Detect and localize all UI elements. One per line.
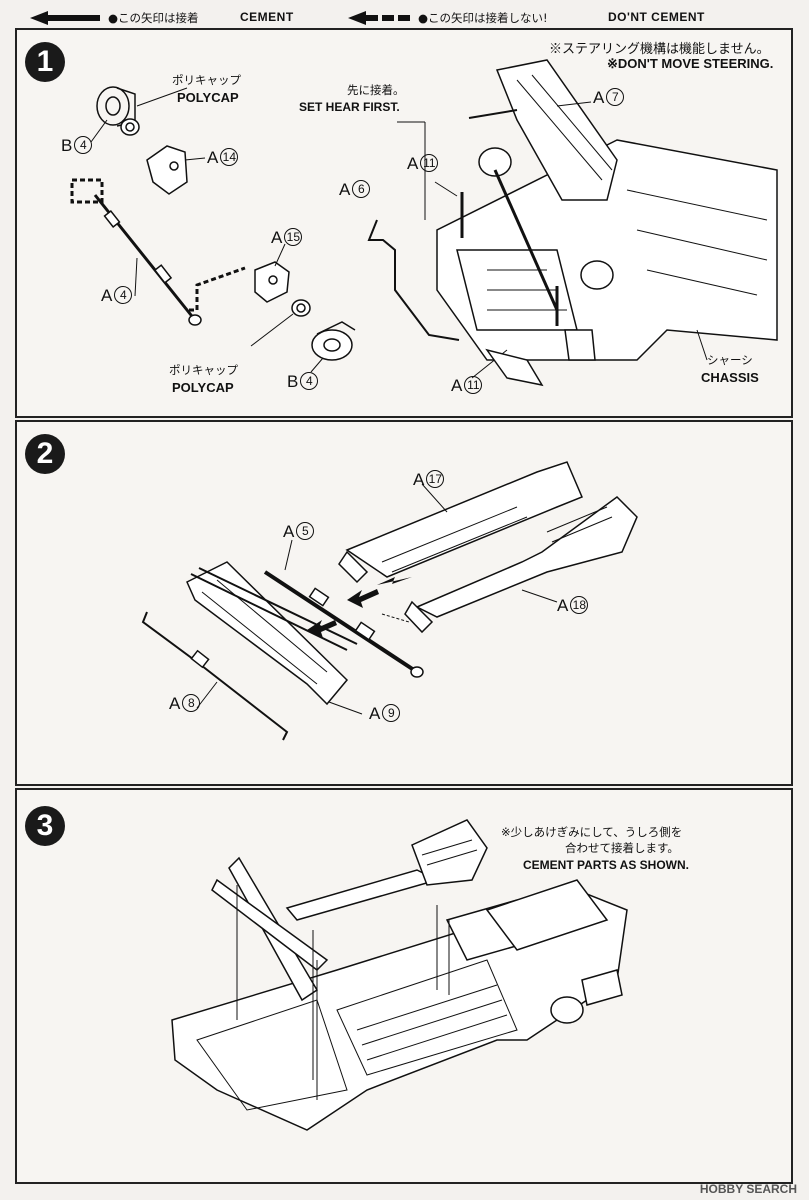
step-3-note-jp-2: 合わせて接着します。 <box>565 841 679 855</box>
arrow-legend: ●この矢印は接着 CEMENT ●この矢印は接着しない! DO'NT CEMEN… <box>0 6 809 30</box>
wheel-b4-bottom-icon <box>311 321 356 361</box>
polycap-lower-icon <box>291 299 311 317</box>
watermark: HOBBY SEARCH <box>699 1182 797 1196</box>
step-2-panel: 2 <box>15 420 793 786</box>
radius-arm-a18-icon <box>404 496 638 634</box>
step-2-illustration <box>141 461 638 741</box>
set-first-en: SET HEAR FIRST. <box>299 100 400 114</box>
step-3-note-en: CEMENT PARTS AS SHOWN. <box>523 858 690 872</box>
step-number: 3 <box>25 806 65 846</box>
legend-cement-jp: ●この矢印は接着 <box>108 11 199 25</box>
legend-arrows <box>30 11 410 25</box>
chassis-complete-icon <box>171 879 628 1131</box>
step-1-panel: 1 <box>15 28 793 418</box>
steering-bracket-a7-icon <box>468 59 618 201</box>
polycap-top-jp: ポリキャップ <box>172 73 241 87</box>
rod-a8-icon <box>141 611 289 741</box>
legend-dont-cement-en: DO'NT CEMENT <box>608 10 705 24</box>
knuckle-a15-icon <box>254 261 290 303</box>
polycap-bottom-jp: ポリキャップ <box>169 363 238 377</box>
tie-rod-a4-icon <box>93 194 202 326</box>
legend-dont-cement-jp: ●この矢印は接着しない! <box>418 11 548 25</box>
chassis-en: CHASSIS <box>701 370 759 385</box>
radius-arm-a17-icon <box>338 461 583 584</box>
polycap-top-en: POLYCAP <box>177 90 239 105</box>
rod-a11-icon <box>460 192 559 326</box>
steering-note-jp: ※ステアリング機構は機能しません。 <box>549 41 770 56</box>
steering-linkage-icon <box>478 147 614 311</box>
set-first-jp: 先に接着。 <box>347 83 405 97</box>
cement-arrow-icon <box>30 11 100 25</box>
step-3-illustration <box>171 819 628 1131</box>
rear-suspension-icon <box>211 819 488 1002</box>
shaft-a5-icon <box>263 570 424 678</box>
step-3-note-jp-1: ※少しあけぎみにして、うしろ側を <box>501 825 683 839</box>
step-3-panel: 3 ※少しあけぎみにして、うしろ側を 合わせて接着します。 CEMENT PAR… <box>15 788 793 1184</box>
knuckle-a14-icon <box>146 145 188 195</box>
arrows-icon <box>307 577 412 638</box>
step-1-illustration <box>70 59 778 387</box>
suspension-a9-icon <box>186 561 358 706</box>
dont-cement-arrow-icon <box>348 11 410 25</box>
chassis-jp: シャーシ <box>707 353 753 367</box>
steering-note-en: ※DON'T MOVE STEERING. <box>607 56 774 71</box>
polycap-icon <box>120 118 140 136</box>
rod-a6-icon <box>367 219 460 341</box>
polycap-bottom-en: POLYCAP <box>172 380 234 395</box>
step-number: 1 <box>25 42 65 82</box>
legend-cement-en: CEMENT <box>240 10 294 24</box>
step-number: 2 <box>25 434 65 474</box>
